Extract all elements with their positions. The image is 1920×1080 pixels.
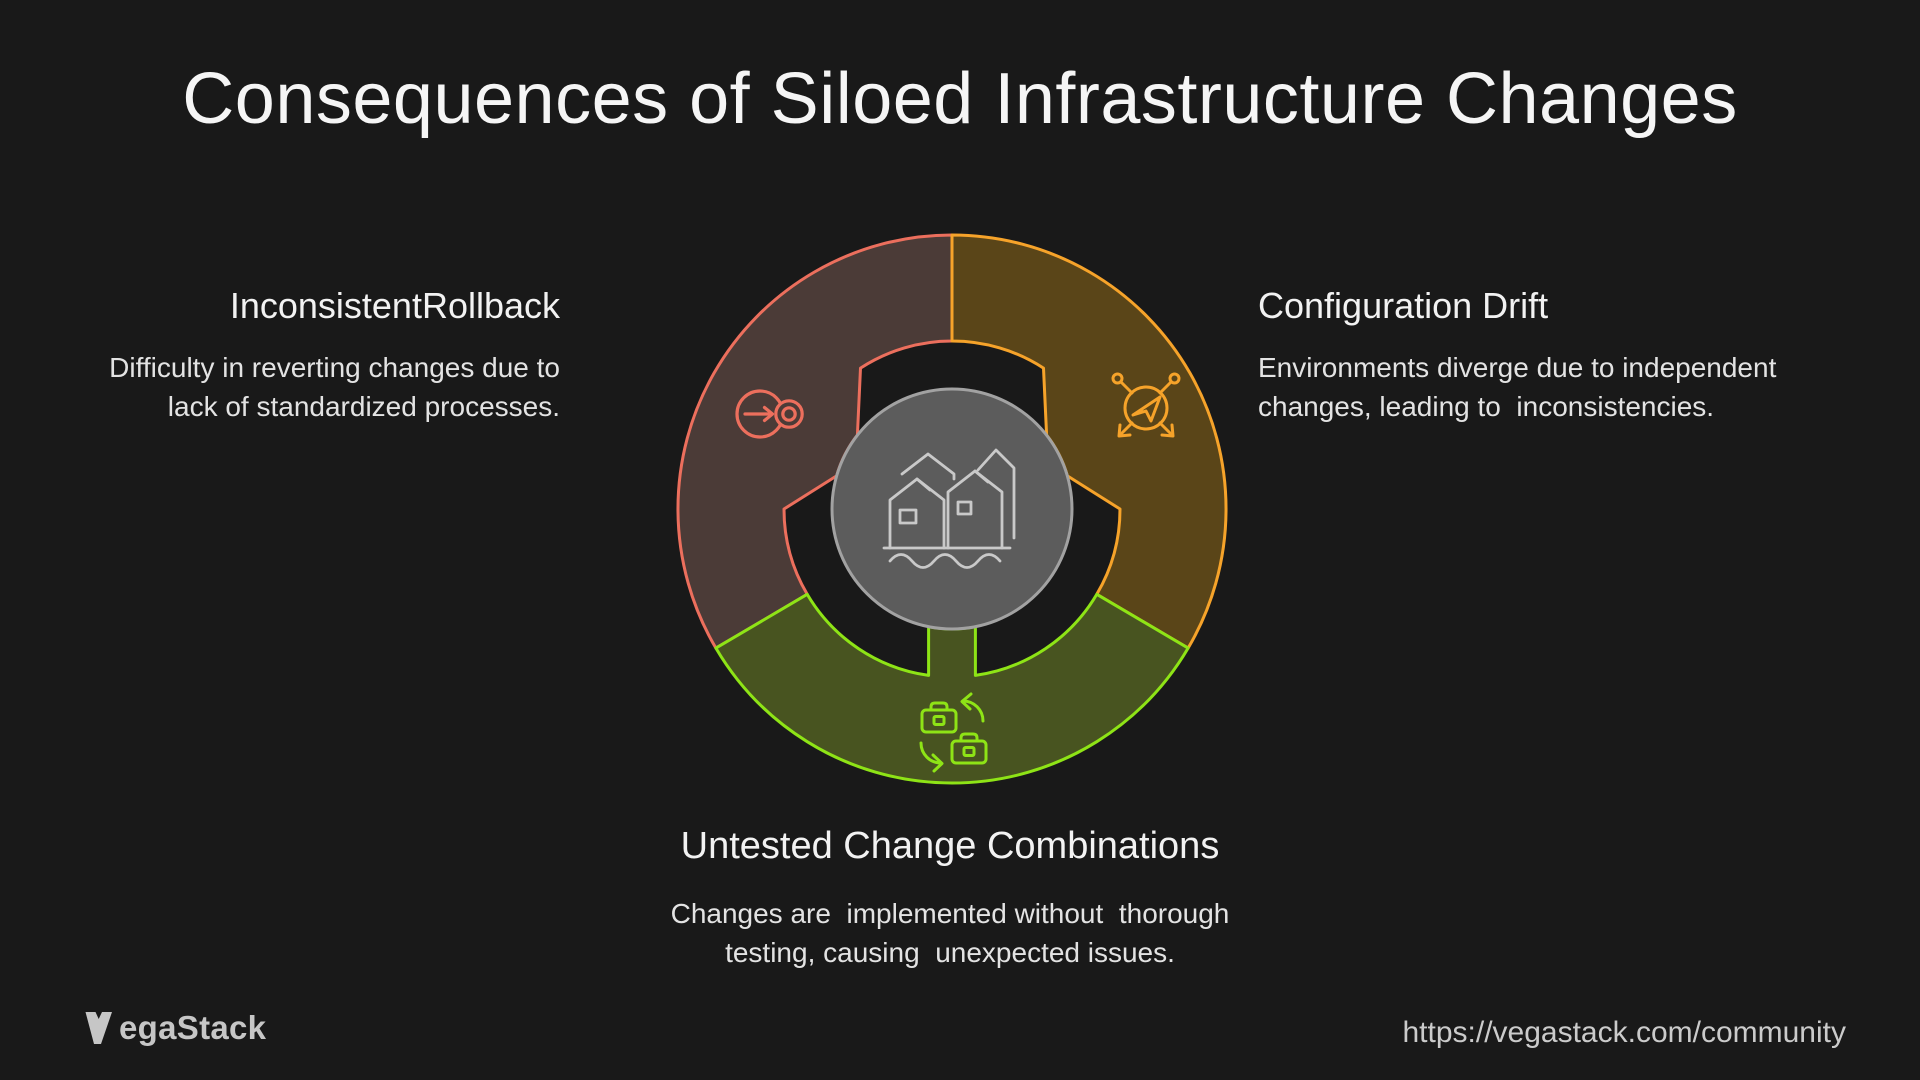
section-rollback-heading: InconsistentRollback: [229, 285, 560, 326]
section-drift-body-line1: Environments diverge due to independent: [1258, 352, 1777, 384]
section-drift-body-line2: changes, leading to inconsistencies.: [1258, 391, 1715, 423]
buildings-on-water-icon: [882, 448, 1016, 569]
section-rollback-text: InconsistentRollback Difficulty in rever…: [0, 284, 560, 426]
section-rollback-body-line1: Difficulty in reverting changes due to: [109, 352, 560, 384]
section-rollback-body-line2: lack of standardized processes.: [167, 391, 560, 423]
section-drift-text: Configuration Drift Environments diverge…: [1258, 284, 1898, 426]
section-untested-body-line2: testing, causing unexpected issues.: [725, 936, 1175, 968]
community-url: https://vegastack.com/community: [1402, 1016, 1847, 1049]
vegastack-logo: egaStack: [84, 1006, 266, 1050]
section-drift-heading: Configuration Drift: [1258, 285, 1549, 326]
hub-circle: [830, 387, 1074, 631]
bolt-v-icon: [85, 1012, 112, 1044]
section-untested-body-line1: Changes are implemented without thorough: [670, 897, 1230, 929]
section-untested-heading: Untested Change Combinations: [680, 825, 1220, 867]
segment-untested: [714, 592, 1190, 785]
briefcase-exchange-icon: [919, 692, 988, 773]
section-untested-text: Untested Change Combinations Changes are…: [450, 824, 1450, 972]
spread-navigation-icon: [1111, 372, 1181, 438]
brand-wordmark: egaStack: [119, 1009, 267, 1046]
arrow-to-target-icon: [735, 389, 804, 439]
page-title: Consequences of Siloed Infrastructure Ch…: [182, 59, 1738, 139]
